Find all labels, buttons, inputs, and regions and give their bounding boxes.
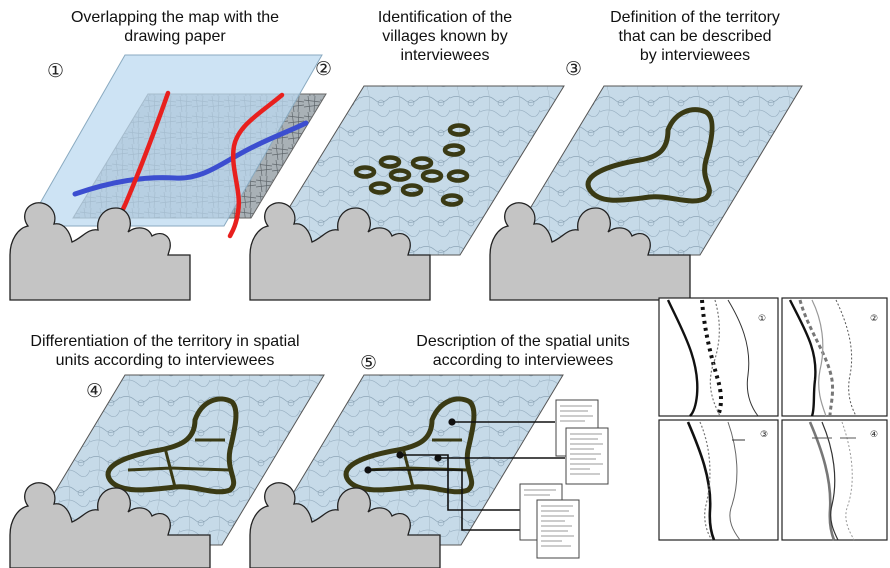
panel-2-number: ② xyxy=(870,314,879,324)
step-5-caption: Description of the spatial units accordi… xyxy=(416,333,630,369)
territory-outline xyxy=(585,107,715,204)
panel-3-number: ③ xyxy=(760,430,769,440)
step-5-illustration xyxy=(249,374,609,568)
map-sheet xyxy=(501,85,803,256)
panel-frame-3 xyxy=(658,419,779,541)
step-4-illustration xyxy=(9,374,325,568)
unit-division-lines xyxy=(127,438,231,488)
panel-3-lines xyxy=(686,421,745,541)
interviewees-silhouette xyxy=(249,202,431,301)
panel-2-lines xyxy=(788,299,857,417)
panel-1-lines xyxy=(666,299,759,417)
village-ovals xyxy=(353,123,471,207)
step-1-caption: Overlapping the map with the drawing pap… xyxy=(70,9,280,45)
step-3-caption: Definition of the territory that can be … xyxy=(610,9,780,64)
link-lines xyxy=(364,418,565,531)
interviewees-silhouette xyxy=(9,202,191,301)
panel-4-lines xyxy=(808,421,856,541)
step-4-caption: Differentiation of the territory in spat… xyxy=(30,333,300,369)
interviewees-silhouette xyxy=(9,482,211,568)
map-sheet xyxy=(261,374,564,546)
description-sheet-stack xyxy=(555,399,609,485)
panel-1-number: ① xyxy=(758,314,767,324)
step-3-illustration xyxy=(489,85,803,301)
road-line-2 xyxy=(227,92,285,239)
panel-4-number: ④ xyxy=(870,430,879,440)
description-sheets xyxy=(519,399,609,559)
step-1-illustration xyxy=(9,54,327,301)
territory-outline xyxy=(343,396,477,495)
step-5-number: ⑤ xyxy=(360,352,378,374)
territory-outline xyxy=(105,396,239,495)
unit-division-lines xyxy=(365,438,469,488)
step-1-number: ① xyxy=(47,60,65,82)
map-sheet xyxy=(259,85,565,256)
interviewees-silhouette xyxy=(489,202,691,301)
step-2-illustration xyxy=(249,85,565,301)
drawing-paper-overlay xyxy=(26,54,323,227)
step-4-number: ④ xyxy=(86,380,104,402)
panel-frame-1 xyxy=(658,297,779,417)
step-2-caption: Identification of the villages known by … xyxy=(377,9,513,64)
interviewees-silhouette xyxy=(249,482,441,568)
river-line xyxy=(72,120,309,197)
comparison-panels xyxy=(658,297,888,541)
step-2-number: ② xyxy=(315,58,333,80)
step-3-number: ③ xyxy=(565,58,583,80)
description-sheet-stack xyxy=(519,483,580,559)
